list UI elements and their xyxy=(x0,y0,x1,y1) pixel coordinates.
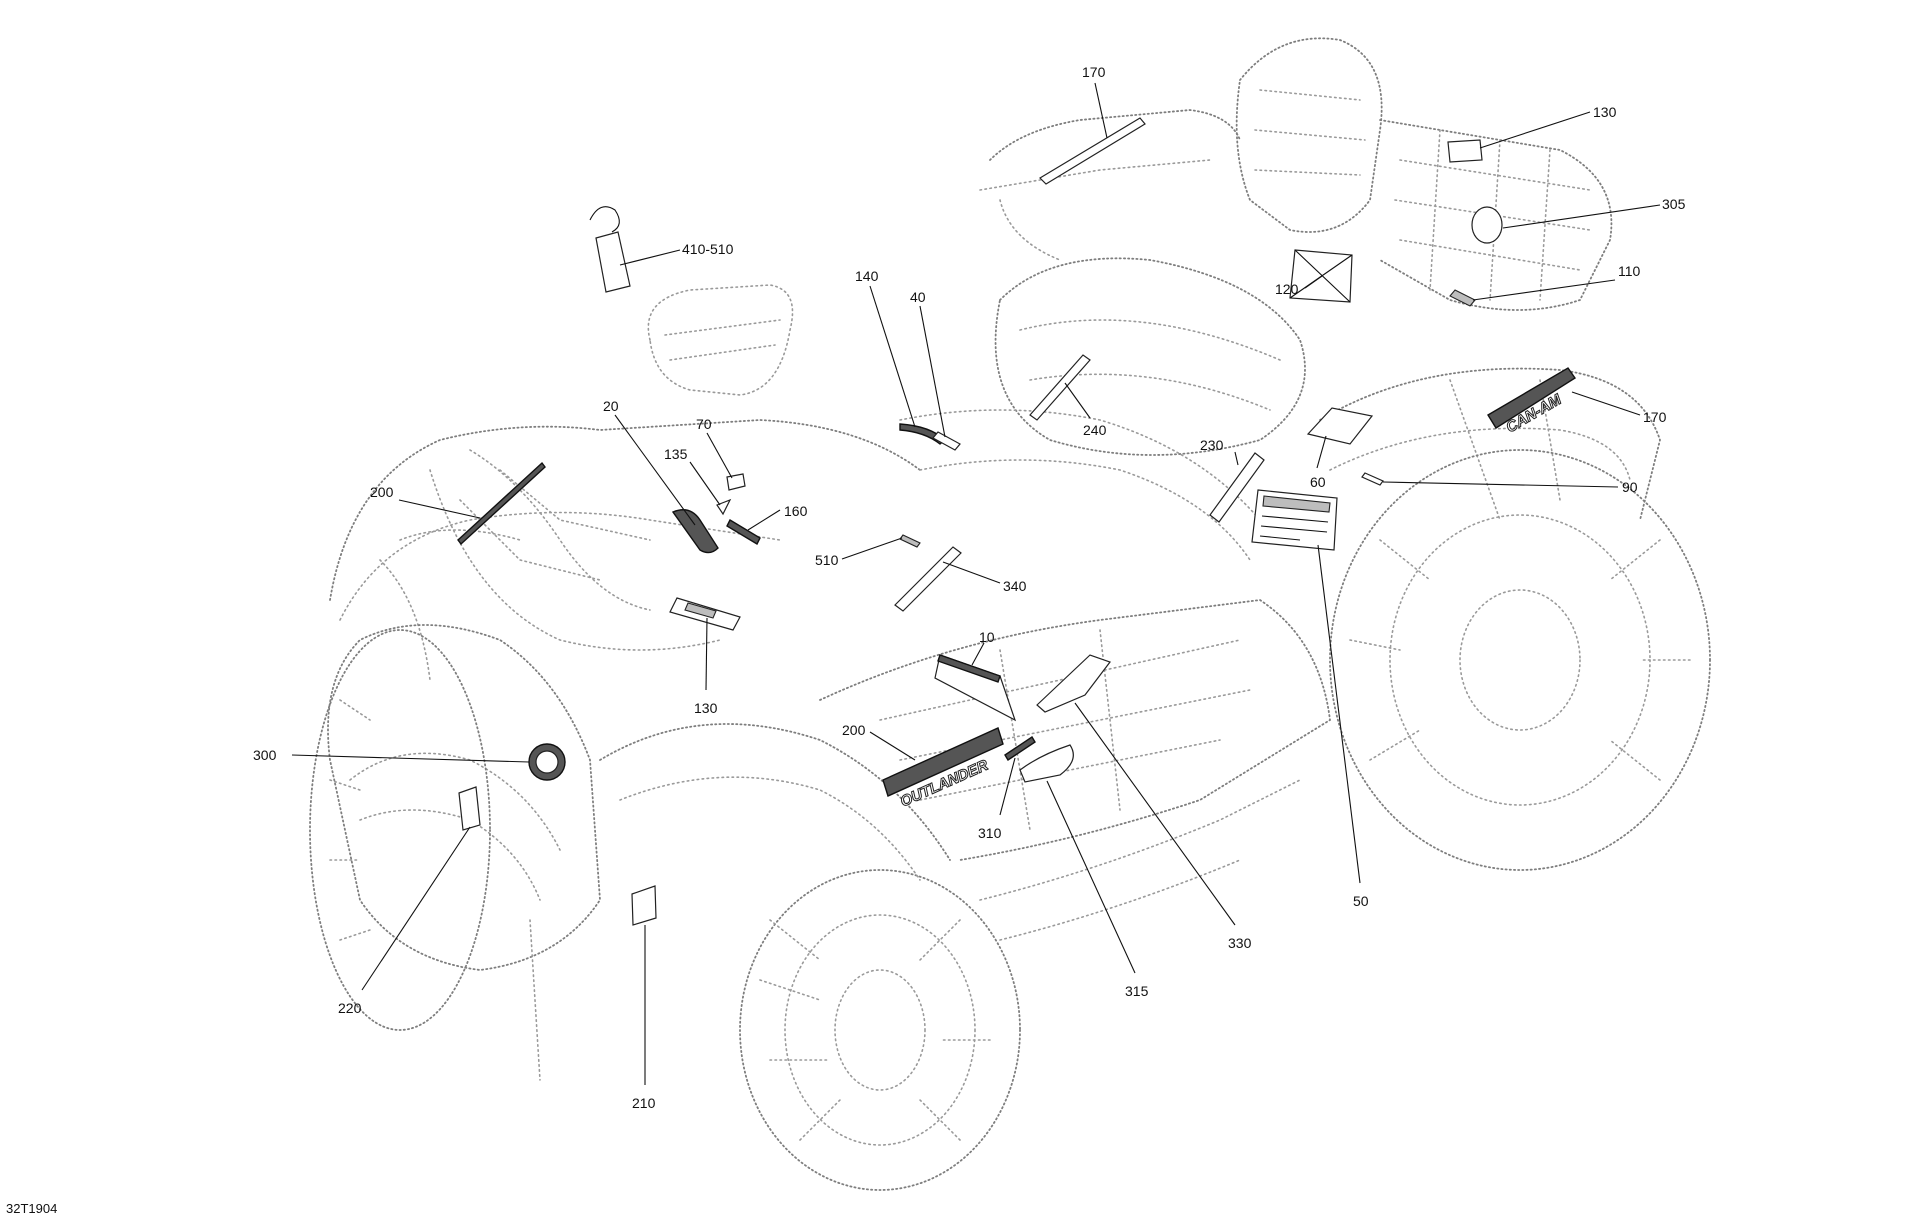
callout-200-mid: 200 xyxy=(842,722,866,738)
handlebar-decal-right xyxy=(932,431,961,451)
rack-stripe-decal xyxy=(1039,117,1146,185)
callout-20: 20 xyxy=(603,398,619,414)
callout-90: 90 xyxy=(1622,479,1638,495)
rear-warning-decal xyxy=(1447,139,1483,163)
vehicle-outline xyxy=(309,37,1711,1191)
fender-stripe-left xyxy=(457,461,546,546)
callout-240: 240 xyxy=(1083,422,1107,438)
decals: CAN-AM xyxy=(457,117,1576,926)
info-label-decal xyxy=(1251,489,1338,551)
hang-tag-decal xyxy=(589,206,631,293)
callout-300: 300 xyxy=(253,747,277,763)
callout-140: 140 xyxy=(855,268,879,284)
trapezoid-decal xyxy=(1306,407,1374,445)
callout-340: 340 xyxy=(1003,578,1027,594)
side-warning-decal xyxy=(934,654,1017,722)
callout-10: 10 xyxy=(979,629,995,645)
callout-410-510: 410-510 xyxy=(682,241,734,257)
brand-emblem: CAN-AM xyxy=(1487,367,1576,437)
callout-330: 330 xyxy=(1228,935,1252,951)
small-model-decal xyxy=(1004,736,1036,761)
frame-decal xyxy=(1209,452,1265,523)
callout-50: 50 xyxy=(1353,893,1369,909)
callout-130-left: 130 xyxy=(694,700,718,716)
small-stripe-decal xyxy=(1449,289,1476,307)
callout-60: 60 xyxy=(1310,474,1326,490)
dash-emblem-decal xyxy=(726,519,761,545)
model-emblem: OUTLANDER xyxy=(882,727,1004,811)
callout-315: 315 xyxy=(1125,983,1149,999)
callout-200-left: 200 xyxy=(370,484,394,500)
round-logo-decal xyxy=(528,743,566,781)
front-fascia-decal xyxy=(458,786,481,831)
small-warning-decal xyxy=(899,534,921,548)
callout-130-right: 130 xyxy=(1593,104,1617,120)
square-warning-decal xyxy=(1289,249,1353,303)
small-label-decal xyxy=(726,473,746,491)
lower-fascia-decal xyxy=(631,885,657,926)
callout-230: 230 xyxy=(1200,437,1224,453)
callout-310: 310 xyxy=(978,825,1002,841)
callout-170-top: 170 xyxy=(1082,64,1106,80)
callout-120: 120 xyxy=(1275,281,1299,297)
callout-135: 135 xyxy=(664,446,688,462)
callout-510: 510 xyxy=(815,552,839,568)
callout-210: 210 xyxy=(632,1095,656,1111)
pin-decal xyxy=(1361,472,1384,486)
triangle-decal xyxy=(716,498,732,516)
callout-170-right: 170 xyxy=(1643,409,1667,425)
console-decal xyxy=(894,546,962,612)
fender-badge-decal xyxy=(1019,744,1074,783)
callout-220: 220 xyxy=(338,1000,362,1016)
callout-70: 70 xyxy=(696,416,712,432)
leader-lines xyxy=(291,82,1661,1085)
callout-160: 160 xyxy=(784,503,808,519)
callout-40: 40 xyxy=(910,289,926,305)
oval-decal xyxy=(1471,206,1503,244)
hood-decal xyxy=(671,509,719,554)
callout-110: 110 xyxy=(1618,263,1641,279)
callout-305: 305 xyxy=(1662,196,1686,212)
seat-side-decal xyxy=(1029,354,1091,421)
callout-labels: 410-510 170 130 305 110 120 170 140 40 2… xyxy=(253,64,1686,1111)
front-warning-decal xyxy=(669,597,741,631)
diagram-reference-code: 32T1904 xyxy=(6,1201,57,1216)
footwell-decal xyxy=(1036,654,1111,713)
